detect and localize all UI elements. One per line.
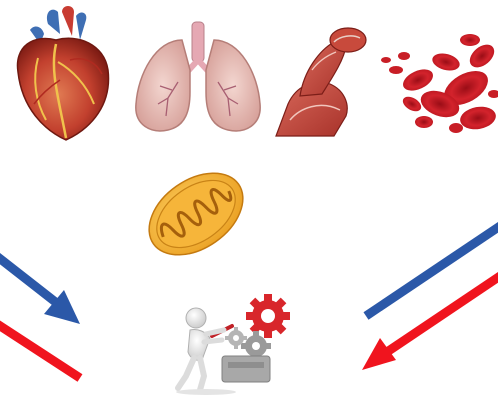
right-blue-arrow xyxy=(366,222,498,316)
left-red-arrow xyxy=(0,322,80,378)
left-blue-arrow xyxy=(0,254,80,324)
muscle-arm-icon xyxy=(276,28,366,136)
person-pushing-gears-icon xyxy=(176,294,290,395)
lungs-icon xyxy=(136,22,260,131)
mitochondrion-icon xyxy=(134,156,258,271)
heart-icon xyxy=(17,6,108,140)
red-blood-cells-icon xyxy=(381,34,498,133)
right-red-arrow xyxy=(362,272,498,370)
red-gear-icon xyxy=(246,294,290,338)
